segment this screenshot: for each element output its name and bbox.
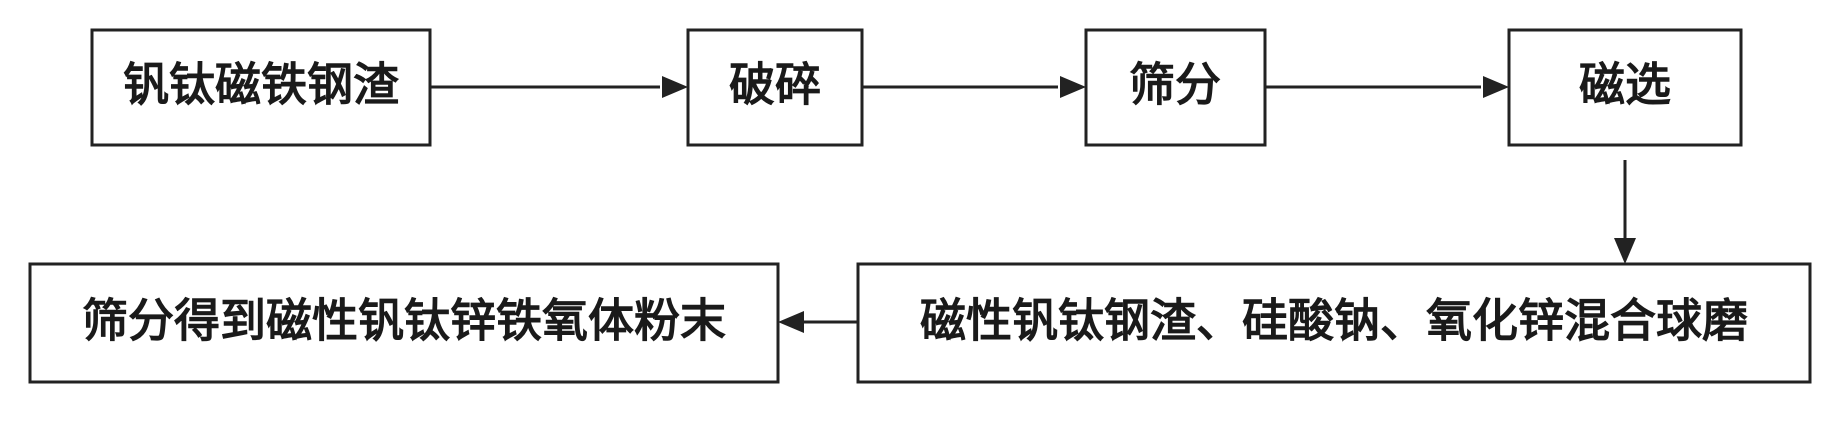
- node-n3: 筛分: [1084, 28, 1267, 147]
- node-n5: 磁性钒钛钢渣、硅酸钠、氧化锌混合球磨: [856, 262, 1812, 384]
- edge-n5-n6: [778, 311, 858, 333]
- node-n6-label: 筛分得到磁性钒钛锌铁氧体粉末: [82, 294, 726, 348]
- node-n2: 破碎: [686, 28, 864, 147]
- edge-n2-n3: [862, 76, 1086, 98]
- edge-n1-n2: [430, 76, 688, 98]
- node-n4: 磁选: [1507, 28, 1743, 147]
- node-n4-label: 磁选: [1579, 58, 1671, 112]
- node-n3-label: 筛分: [1129, 58, 1221, 112]
- node-n5-label: 磁性钒钛钢渣、硅酸钠、氧化锌混合球磨: [920, 294, 1748, 348]
- edge-n4-n5: [1614, 160, 1636, 264]
- edge-n3-n4: [1265, 76, 1509, 98]
- node-n1-label: 钒钛磁铁钢渣: [123, 58, 400, 112]
- node-n6: 筛分得到磁性钒钛锌铁氧体粉末: [28, 262, 780, 384]
- node-n2-label: 破碎: [729, 58, 821, 112]
- node-n1: 钒钛磁铁钢渣: [90, 28, 432, 147]
- flow-edges: [430, 76, 1636, 333]
